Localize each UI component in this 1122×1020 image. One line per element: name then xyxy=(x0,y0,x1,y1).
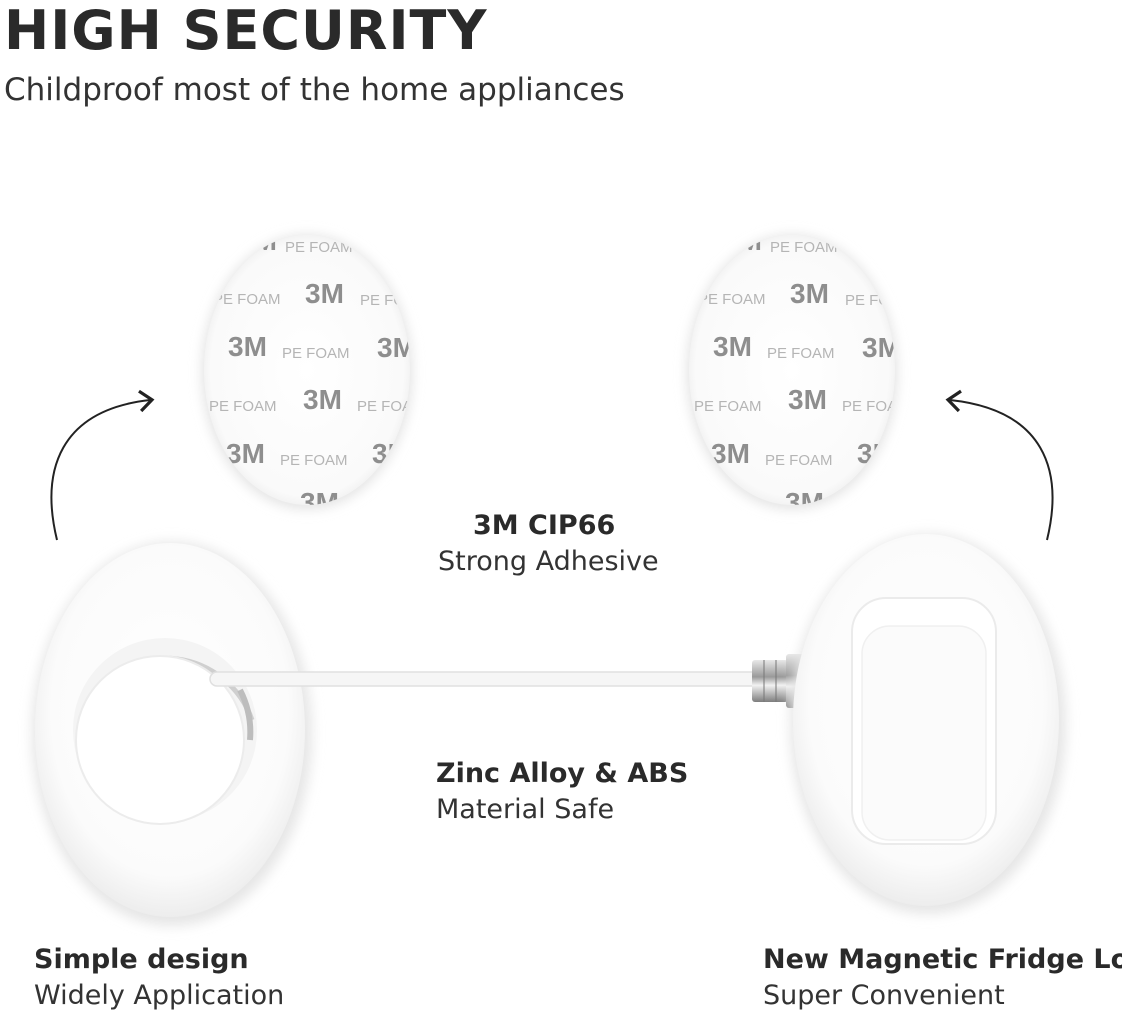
svg-text:PE FOAM: PE FOAM xyxy=(357,398,425,415)
svg-text:PE FOAM: PE FOAM xyxy=(845,292,913,309)
svg-text:PE FOAM: PE FOAM xyxy=(698,291,766,308)
caption-right: New Magnetic Fridge Lock Super Convenien… xyxy=(763,942,1122,1014)
caption-adhesive-title: 3M CIP66 xyxy=(473,510,616,541)
caption-left: Simple design Widely Application xyxy=(34,942,284,1014)
svg-text:PE FOAM: PE FOAM xyxy=(285,239,353,256)
svg-text:PE FOAM: PE FOAM xyxy=(209,398,277,415)
svg-text:PE FOAM: PE FOAM xyxy=(694,398,762,415)
svg-text:PE FOAM: PE FOAM xyxy=(360,292,428,309)
caption-material-title: Zinc Alloy & ABS xyxy=(436,758,689,789)
svg-text:3M: 3M xyxy=(862,332,901,363)
arrow-right-icon xyxy=(945,389,1054,541)
svg-text:PE FOAM: PE FOAM xyxy=(770,239,838,256)
svg-text:PE FOAM: PE FOAM xyxy=(282,345,350,362)
lock-base-left xyxy=(32,542,312,926)
svg-text:3M: 3M xyxy=(303,384,342,415)
svg-text:PE FOAM: PE FOAM xyxy=(767,345,835,362)
svg-text:3M: 3M xyxy=(790,278,829,309)
caption-material-text: Material Safe xyxy=(436,794,615,825)
svg-text:3M: 3M xyxy=(300,487,339,518)
caption-adhesive: 3M CIP66 Strong Adhesive xyxy=(438,508,659,580)
adhesive-pad-right: 3M PE FOAM PE FOAM 3M PE FOAM 3M PE FOAM… xyxy=(687,235,913,518)
svg-text:PE FOAM: PE FOAM xyxy=(213,291,281,308)
caption-right-text: Super Convenient xyxy=(763,980,1005,1011)
svg-text:3M: 3M xyxy=(713,331,752,362)
arrow-left-icon xyxy=(50,389,155,541)
headline: HIGH SECURITY xyxy=(4,0,488,62)
caption-adhesive-text: Strong Adhesive xyxy=(438,546,659,577)
steel-cable xyxy=(209,671,761,687)
caption-left-text: Widely Application xyxy=(34,980,285,1011)
svg-text:3M: 3M xyxy=(372,438,411,469)
svg-text:PE FOAM: PE FOAM xyxy=(765,452,833,469)
caption-right-title: New Magnetic Fridge Lock xyxy=(763,944,1122,975)
svg-text:3M: 3M xyxy=(305,278,344,309)
subheadline: Childproof most of the home appliances xyxy=(4,72,625,108)
svg-text:3M: 3M xyxy=(377,332,416,363)
caption-material: Zinc Alloy & ABS Material Safe xyxy=(436,756,688,828)
foam-pattern-left: 3M PE FOAM PE FOAM 3M PE FOAM 3M PE FOAM… xyxy=(209,235,428,518)
svg-text:3M: 3M xyxy=(785,487,824,518)
svg-text:PE FOAM: PE FOAM xyxy=(842,398,910,415)
svg-text:PE FOAM: PE FOAM xyxy=(280,452,348,469)
svg-text:3M: 3M xyxy=(228,331,267,362)
lock-base-right xyxy=(790,534,1066,914)
svg-text:3M: 3M xyxy=(857,438,896,469)
adhesive-pad-left: 3M PE FOAM PE FOAM 3M PE FOAM 3M PE FOAM… xyxy=(202,235,428,518)
caption-left-title: Simple design xyxy=(34,944,249,975)
svg-text:3M: 3M xyxy=(788,384,827,415)
